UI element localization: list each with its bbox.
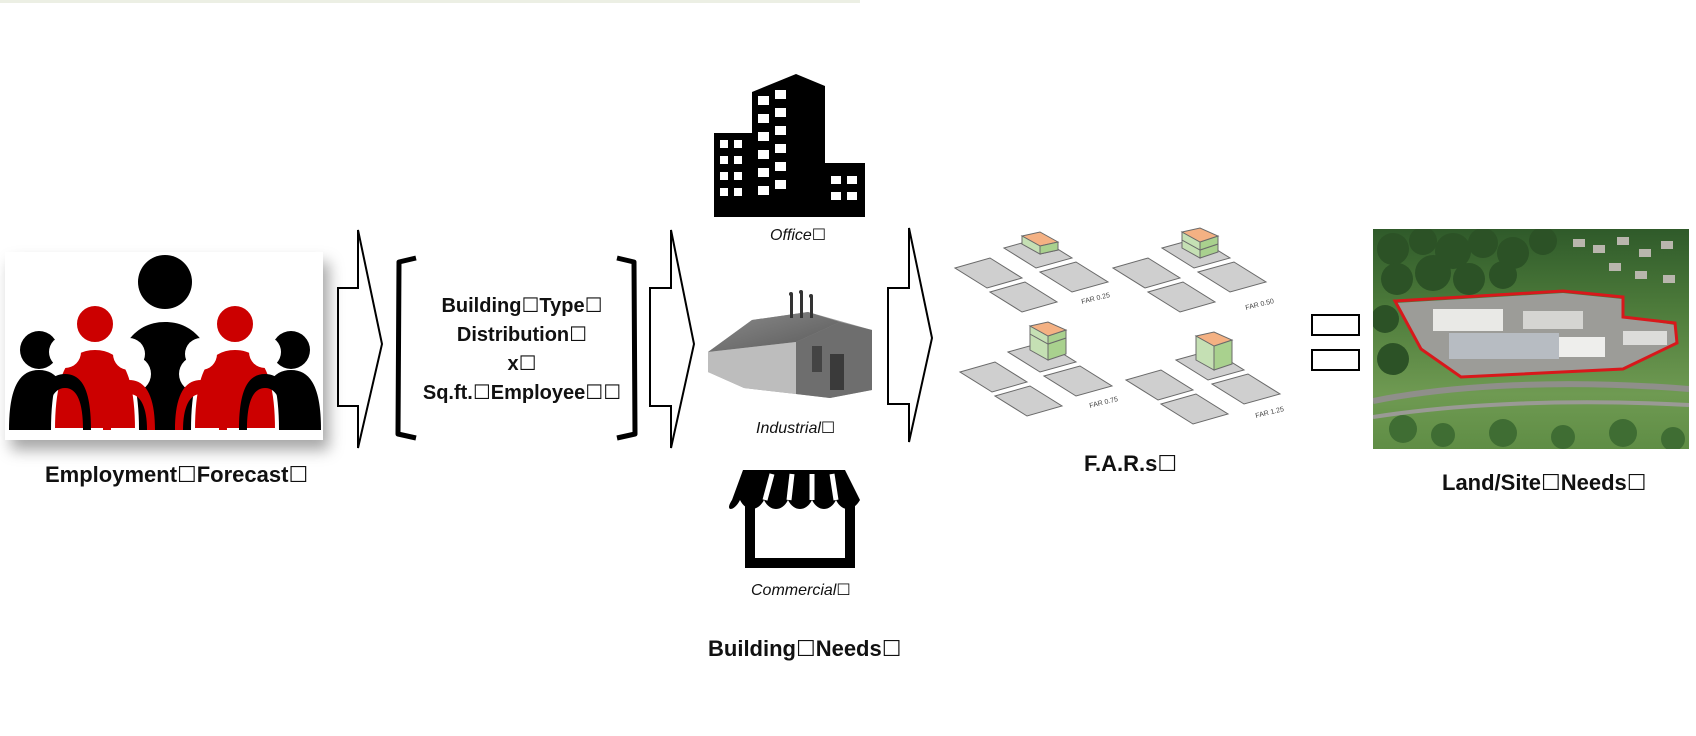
building-type-formula: Building☐Type☐ Distribution☐ x☐ Sq.ft.☐E…	[412, 292, 632, 408]
far-set-3	[958, 321, 1114, 417]
equals-sign-bottom	[1311, 349, 1360, 371]
far-label-3: FAR 0.75	[1089, 396, 1119, 410]
top-border	[0, 0, 860, 3]
far-label-1: FAR 0.25	[1081, 292, 1111, 306]
office-building-icon	[714, 74, 865, 217]
formula-line-4: Sq.ft.☐Employee☐☐	[422, 382, 622, 404]
formula-line-2: Distribution☐	[456, 324, 588, 346]
right-bracket	[616, 255, 638, 441]
building-needs-label: Building☐Needs☐	[708, 636, 902, 661]
industrial-building-icon	[708, 290, 872, 398]
flow-arrow-1	[337, 229, 384, 449]
far-label-2: FAR 0.50	[1245, 298, 1275, 312]
far-set-2	[1111, 227, 1268, 313]
fars-label: F.A.R.s☐	[1084, 451, 1178, 476]
site-aerial-photo	[1373, 229, 1689, 449]
formula-line-3: x☐	[507, 353, 537, 375]
land-site-needs-label: Land/Site☐Needs☐	[1442, 470, 1647, 495]
left-bracket	[395, 255, 417, 441]
far-set-1	[953, 231, 1110, 313]
equals-sign-top	[1311, 314, 1360, 336]
formula-line-1: Building☐Type☐	[441, 295, 603, 317]
far-diagrams: FAR 0.25 FAR 0.50 FAR 0.75 FAR 1.25	[953, 227, 1285, 425]
far-label-4: FAR 1.25	[1255, 406, 1285, 420]
office-label: Office☐	[770, 227, 827, 244]
flow-arrow-3	[887, 227, 934, 443]
flow-arrow-2	[649, 229, 696, 449]
employment-forecast-label: Employment☐Forecast☐	[45, 462, 309, 487]
people-group-icon	[9, 255, 321, 432]
industrial-label: Industrial☐	[756, 420, 836, 437]
far-set-4	[1124, 331, 1282, 425]
storefront-icon	[729, 470, 860, 568]
employment-image-card	[5, 252, 323, 440]
commercial-label: Commercial☐	[751, 582, 851, 599]
